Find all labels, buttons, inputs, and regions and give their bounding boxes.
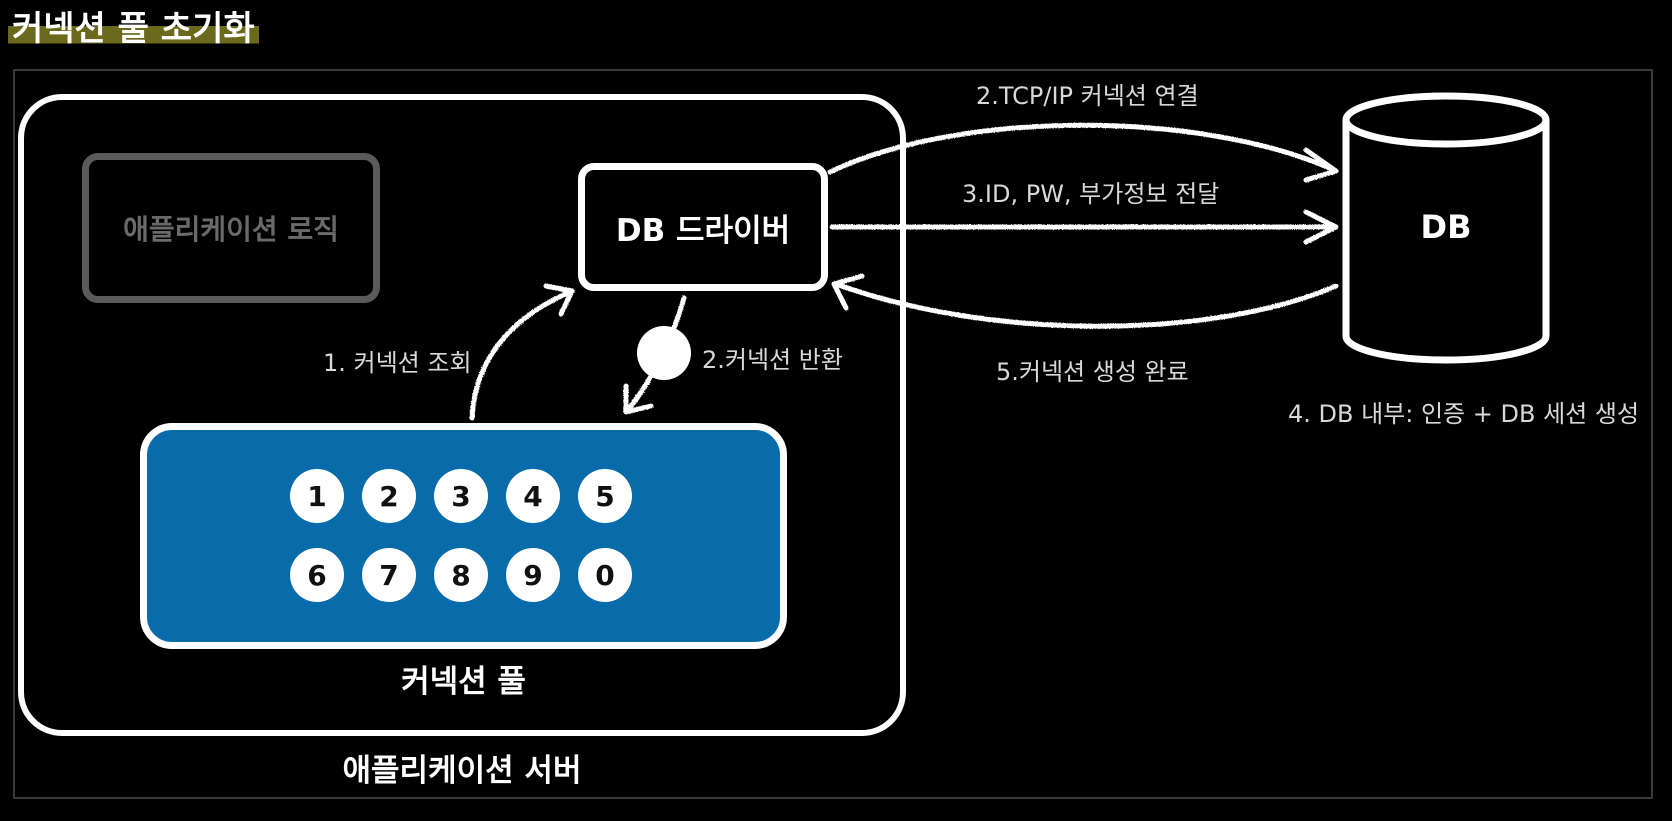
- step1-arrowhead: [543, 283, 575, 317]
- connection-pool-box: [140, 423, 787, 649]
- connection-2: 2: [362, 469, 416, 523]
- application-server-label: 애플리케이션 서버: [342, 753, 582, 789]
- connection-6: 6: [290, 548, 344, 602]
- step5-label: 5.커넥션 생성 완료: [996, 358, 1189, 386]
- database-cylinder: [1342, 92, 1550, 364]
- step2-return-label: 2.커넥션 반환: [702, 346, 843, 374]
- connection-5: 5: [578, 469, 632, 523]
- connection-8: 8: [434, 548, 488, 602]
- connection-9: 9: [506, 548, 560, 602]
- connection-7: 7: [362, 548, 416, 602]
- step2-tcp-label: 2.TCP/IP 커넥션 연결: [976, 82, 1199, 110]
- connection-3: 3: [434, 469, 488, 523]
- step5-arrow: [833, 281, 1339, 329]
- database-label: DB: [1420, 208, 1472, 246]
- step2-tcp-arrowhead: [1303, 147, 1339, 183]
- connection-pool-label: 커넥션 풀: [401, 664, 526, 700]
- step3-arrowhead: [1303, 209, 1339, 245]
- step2-tcp-arrow: [827, 122, 1337, 175]
- step4-label: 4. DB 내부: 인증 + DB 세션 생성: [1288, 400, 1640, 428]
- connection-0: 0: [578, 548, 632, 602]
- db-driver-box: DB 드라이버: [578, 163, 828, 291]
- page-title: 커넥션 풀 초기화: [8, 6, 259, 52]
- step5-arrowhead: [831, 273, 865, 311]
- step3-label: 3.ID, PW, 부가정보 전달: [962, 180, 1220, 208]
- diagram-frame: [13, 69, 1653, 799]
- step1-arrow: [469, 289, 573, 421]
- step2-return-arrowhead: [623, 383, 654, 415]
- application-logic-box: 애플리케이션 로직: [82, 153, 380, 303]
- application-server-box: [18, 94, 906, 736]
- db-driver-label: DB 드라이버: [615, 212, 791, 249]
- returned-connection-dot: [637, 326, 691, 380]
- application-logic-label: 애플리케이션 로직: [123, 213, 339, 246]
- connection-1: 1: [290, 469, 344, 523]
- connection-4: 4: [506, 469, 560, 523]
- step1-label: 1. 커넥션 조회: [323, 349, 472, 377]
